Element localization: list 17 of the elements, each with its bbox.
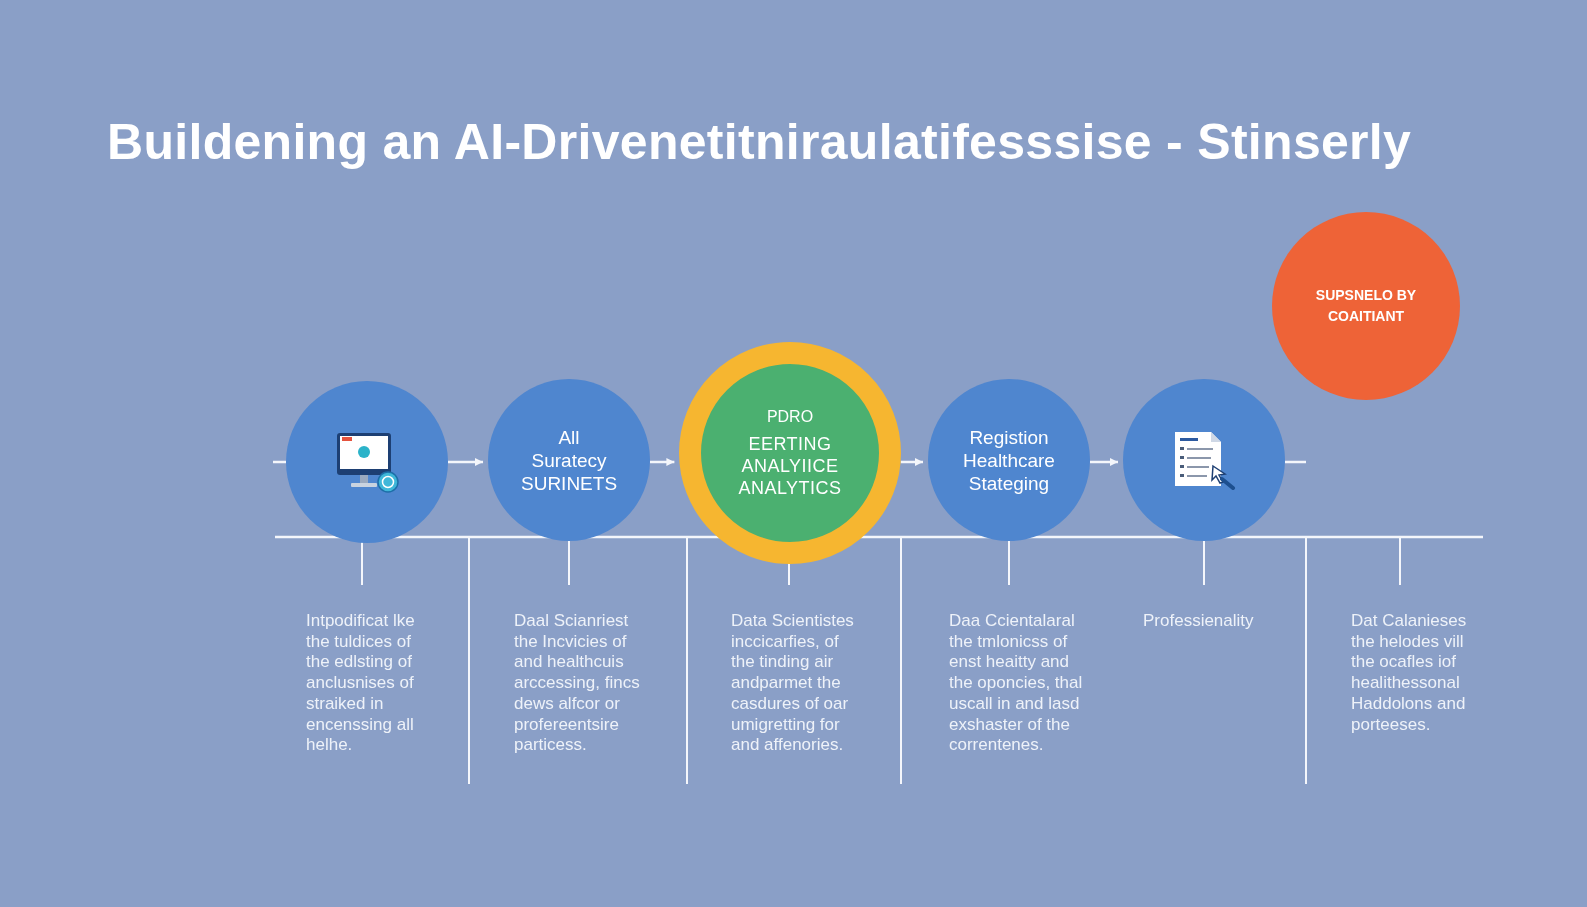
description-text: Dat Calanieses the helodes vill the ocafles iof healithessonal Haddolons and porteeses. xyxy=(1351,611,1468,736)
arrow xyxy=(650,458,675,466)
step-label: EERTING ANALYIICE ANALYTICS xyxy=(737,433,843,499)
arrow xyxy=(448,458,483,466)
description-text: Data Scientistes inccicarfies, of the tinding air andparmet the casdures of oar umigretting for and affenories. xyxy=(731,611,855,756)
arrow xyxy=(900,458,923,466)
arrow xyxy=(1090,458,1118,466)
description-text: Daa Ccientalaral the tmlonicss of enst heaitty and the oponcies, thal uscall in and lasd exshaster of the correntenes. xyxy=(949,611,1084,756)
callout-label: SUPSNELO BY COAITIANT xyxy=(1314,286,1418,326)
diagram-title: Buildening an AI-Drivenetitniraulatifesssise - Stinserly xyxy=(107,113,1412,172)
description-text: Professienality xyxy=(1143,611,1255,632)
step-heading: PDRO xyxy=(765,407,815,427)
step-label: Registion Healthcare Stateging xyxy=(962,425,1056,495)
description-text: Intpodificat lke the tuldices of the edlsting of anclusnises of straiked in encenssing all helhe. xyxy=(306,611,416,756)
step-label: All Suratecy SURINETS xyxy=(521,425,617,495)
description-text: Daal Scianriest the Incvicies of and healthcuis arccessing, fincs dews alfcor or profereentsire particess. xyxy=(514,611,641,756)
connector-line xyxy=(1285,460,1306,464)
